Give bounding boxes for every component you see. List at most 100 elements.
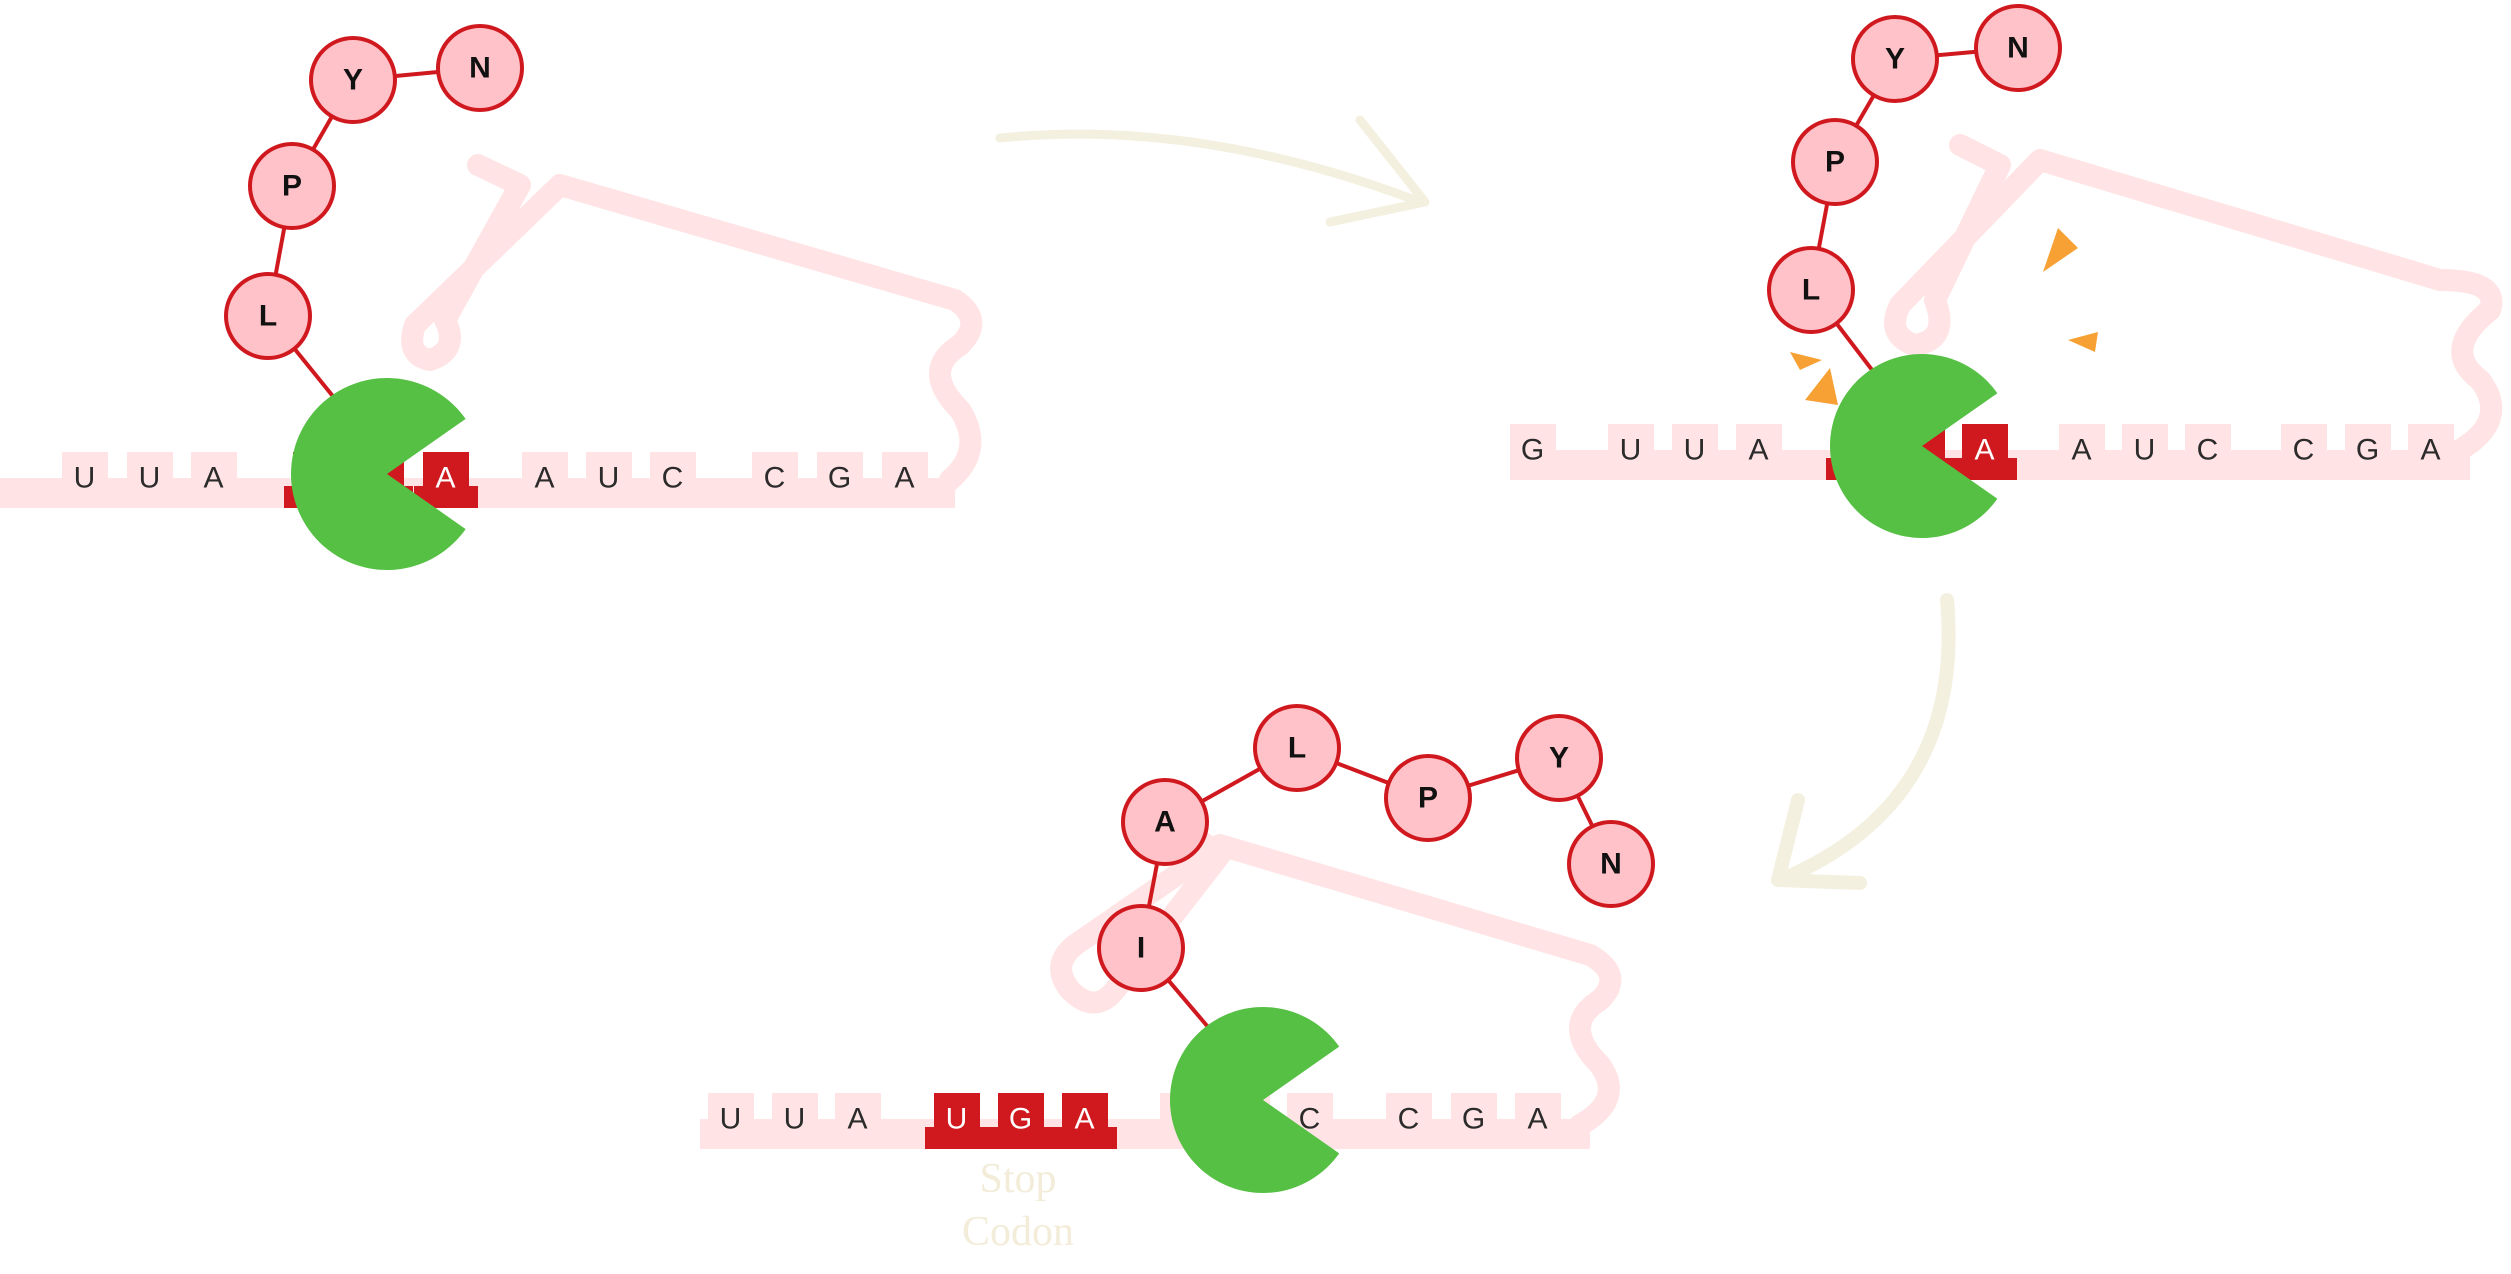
nucleotide-base: C [2293, 434, 2316, 467]
amino-acid-letter: P [1418, 782, 1438, 815]
base-box [1608, 424, 1654, 480]
ribosome-body [1170, 1007, 1340, 1193]
nucleotide-base: A [1527, 1103, 1548, 1136]
base-box [708, 1093, 754, 1149]
amino-acid-letter: L [259, 300, 277, 333]
amino-acid-circle [1384, 754, 1472, 842]
ribosome-icon [291, 378, 466, 571]
nucleotide-base: A [894, 462, 915, 495]
ribosome-body [1830, 353, 1998, 538]
amino-acid-circle [248, 142, 336, 230]
nucleotide-base: C [2197, 434, 2220, 467]
base-box [586, 452, 632, 508]
nucleotide-base: A [203, 462, 224, 495]
trna-outline [1050, 819, 1622, 1136]
peptide-chain: I A L P Y N [1097, 704, 1655, 1029]
nucleotide-base: C [1299, 1103, 1322, 1136]
nucleotide-base: G [1009, 1103, 1033, 1136]
nucleotide-base: U [598, 462, 621, 495]
base-box [650, 452, 696, 508]
amino-acid-letter: P [1825, 146, 1845, 179]
base-box [882, 452, 928, 508]
base-box [1451, 1093, 1497, 1149]
nucleotide-base: A [534, 462, 555, 495]
amino-acid-circle [1767, 246, 1855, 334]
amino-acid-circle [309, 36, 397, 124]
amino-acid-letter: Y [1885, 43, 1905, 76]
nucleotide-base: A [1074, 1103, 1095, 1136]
base-box [2185, 424, 2231, 480]
codon-connector [925, 1127, 989, 1149]
base-box [2059, 424, 2105, 480]
nucleotide-base: G [1521, 434, 1545, 467]
amino-acid-letter: N [469, 52, 491, 85]
codon-connector [1053, 1127, 1117, 1149]
base-box [62, 452, 108, 508]
amino-acid-circle [224, 272, 312, 360]
nucleotide-base: U [784, 1103, 807, 1136]
codon-connector [1953, 458, 2017, 480]
nucleotide-base: A [847, 1103, 868, 1136]
spark-icon [1805, 368, 1838, 405]
amino-acid-letter: L [1802, 274, 1820, 307]
ribosome-icon [1830, 353, 1998, 538]
amino-acid-letter: I [1137, 932, 1145, 965]
nucleotide-base: G [2356, 434, 2380, 467]
amino-acid-letter: Y [1549, 742, 1569, 775]
trna-outline [1884, 134, 2503, 461]
peptide-chain: L P Y N [1767, 4, 2062, 385]
amino-acid-circle [1253, 704, 1341, 792]
amino-acid-circle [1121, 778, 1209, 866]
base-box [2281, 424, 2327, 480]
spark-icon [2068, 332, 2098, 352]
ribosome-body [291, 378, 466, 571]
base-box [2345, 424, 2391, 480]
base-box [1386, 1093, 1432, 1149]
amino-acid-circle [1791, 118, 1879, 206]
stop-codon-label-line-1: Stop [979, 1156, 1056, 1202]
nucleotide-base: A [435, 462, 456, 495]
nucleotide-base: A [2420, 434, 2441, 467]
trna-outline [401, 154, 983, 491]
stop-codon-label-line-2: Codon [962, 1209, 1074, 1255]
nucleotide-base: U [139, 462, 162, 495]
amino-acid-circle [1567, 820, 1655, 908]
amino-acid-circle [1974, 4, 2062, 92]
base-box [817, 452, 863, 508]
base-box [2122, 424, 2168, 480]
amino-acid-circle [1851, 15, 1939, 103]
amino-acid-circle [1515, 714, 1603, 802]
spark-icon [2043, 228, 2078, 272]
curved-arrow-icon [1771, 593, 1956, 890]
amino-acid-letter: A [1154, 806, 1176, 839]
nucleotide-base: U [2134, 434, 2157, 467]
amino-acid-circle [1097, 904, 1185, 992]
codon-connector [414, 486, 478, 508]
nucleotide-base: U [720, 1103, 743, 1136]
amino-acid-letter: L [1288, 732, 1306, 765]
base-box [772, 1093, 818, 1149]
nucleotide-base: G [828, 462, 852, 495]
codon-connector [989, 1127, 1053, 1149]
base-box [2408, 424, 2454, 480]
curved-arrow-icon [995, 115, 1430, 227]
base-box [522, 452, 568, 508]
base-box [1515, 1093, 1561, 1149]
nucleotide-base: A [1748, 434, 1769, 467]
base-box [191, 452, 237, 508]
nucleotide-base: C [764, 462, 787, 495]
amino-acid-letter: N [1600, 848, 1622, 881]
nucleotide-base: A [1974, 434, 1995, 467]
nucleotide-base: A [2071, 434, 2092, 467]
amino-acid-letter: N [2007, 32, 2029, 65]
nucleotide-base: C [1398, 1103, 1421, 1136]
nucleotide-base: U [1620, 434, 1643, 467]
